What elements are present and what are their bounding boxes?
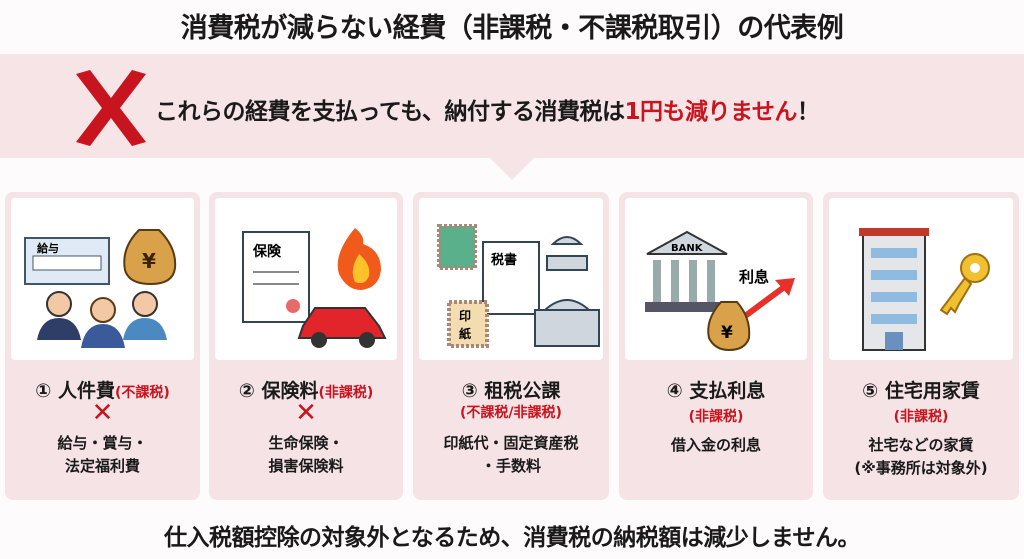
stamp-label-2: 紙 [459, 326, 471, 341]
tax-tag: (非課税) [318, 385, 374, 401]
desc-line: 社宅などの家賃 [868, 436, 974, 454]
tax-tag: (不課税) [114, 385, 170, 401]
warning-text: これらの経費を支払っても、納付する消費税は [155, 99, 625, 125]
bank-label: BANK [671, 243, 704, 254]
card-taxes-dues: 税書 印 紙 ③ 租税公課 (不課税/非課税) 印紙代・固定資産税・手数料 [413, 192, 609, 500]
desc-line: 印紙代・固定資産税 [443, 434, 579, 452]
warning-banner [0, 54, 1024, 158]
tax-doc-label: 税書 [491, 252, 517, 268]
warning-highlight: 1円も減りません [624, 99, 798, 125]
card-title: ⑤ 住宅用家賃 [862, 380, 980, 402]
desc-line: ・手数料 [480, 457, 541, 475]
tax-tag: (非課税) [893, 409, 949, 425]
card-housing-rent: ⑤ 住宅用家賃 (非課税) 社宅などの家賃 (※事務所は対象外) [823, 192, 1019, 500]
card-title-text: ① 人件費 [35, 380, 115, 402]
card-title: ④ 支払利息 [666, 380, 766, 402]
cross-mark-icon: ✕ [295, 398, 317, 428]
tax-tag: (非課税) [688, 409, 744, 425]
card-title: ① 人件費(不課税) [5, 376, 200, 403]
cross-mark-icon: ✕ [91, 398, 114, 428]
cross-icon [76, 70, 146, 146]
card-interest: BANK 利息 ¥ ④ 支払利息 (非課税) 借入金の利息 [619, 192, 813, 500]
card-desc: 生命保険・損害保険料 [209, 432, 403, 478]
warning-message: これらの経費を支払っても、納付する消費税は1円も減りません！ [155, 92, 820, 126]
payroll-illustration: 給与 ¥ [11, 198, 194, 360]
insurance-illustration: 保険 [215, 198, 397, 360]
bank-interest-illustration: BANK 利息 ¥ [625, 198, 807, 360]
warning-exclaim: ！ [796, 99, 820, 125]
insurance-label: 保険 [252, 243, 282, 260]
card-personnel: 給与 ¥ ① 人件費(不課税) ✕ 給与・賞与・法定福利費 [5, 192, 200, 500]
yen-label: ¥ [721, 323, 733, 343]
desc-line: 給与・賞与・ [57, 434, 148, 452]
tax-tag: (不課税/非課税) [460, 405, 562, 421]
desc-line: 生命保険・ [268, 434, 344, 452]
card-desc: 借入金の利息 [619, 434, 813, 457]
desc-line: 損害保険料 [268, 457, 344, 475]
card-desc: 印紙代・固定資産税・手数料 [413, 432, 609, 478]
tax-documents-illustration: 税書 印 紙 [419, 198, 603, 360]
card-desc: 社宅などの家賃 (※事務所は対象外) [823, 434, 1019, 480]
banner-pointer [490, 158, 534, 180]
interest-label: 利息 [739, 268, 769, 286]
salary-label: 給与 [37, 241, 59, 255]
card-title: ③ 租税公課 [461, 380, 561, 402]
card-insurance: 保険 ② 保険料(非課税) ✕ 生命保険・損害保険料 [209, 192, 403, 500]
card-title: ② 保険料(非課税) [209, 376, 403, 403]
card-desc: 給与・賞与・法定福利費 [5, 432, 200, 478]
page-title: 消費税が減らない経費（非課税・不課税取引）の代表例 [180, 13, 844, 44]
stamp-label: 印 [459, 309, 471, 323]
yen-label: ¥ [142, 249, 156, 273]
desc-line: 法定福利費 [64, 457, 140, 475]
desc-line: (※事務所は対象外) [854, 459, 988, 477]
card-title-text: ② 保険料 [238, 380, 319, 402]
apartment-illustration [829, 198, 1013, 360]
footer-note: 仕入税額控除の対象外となるため、消費税の納税額は減少しません。 [163, 525, 861, 551]
desc-line: 借入金の利息 [670, 436, 761, 454]
